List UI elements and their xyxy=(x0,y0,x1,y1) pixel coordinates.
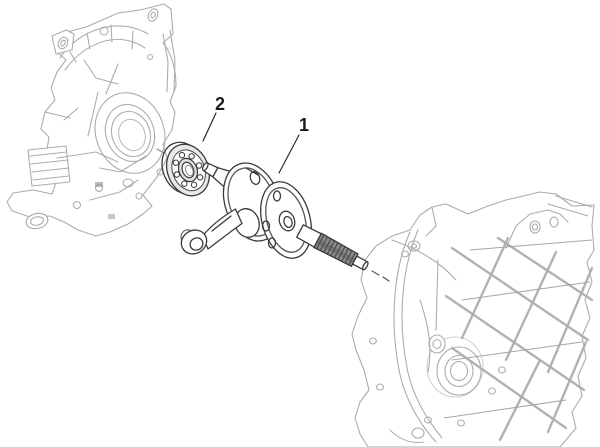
right-crankcase-half xyxy=(351,191,595,447)
bearing-balls xyxy=(172,151,204,189)
crankshaft-splined-shaft xyxy=(296,224,369,271)
callout-2: 2 xyxy=(202,94,225,142)
crankshaft-right-web xyxy=(260,181,312,259)
crankshaft-assembly xyxy=(180,162,390,282)
axis-dashes xyxy=(371,270,390,282)
callout-1: 1 xyxy=(278,115,309,174)
callout-1-leader xyxy=(278,134,300,174)
callout-1-label: 1 xyxy=(299,115,309,135)
connecting-rod xyxy=(180,208,243,255)
left-crankcase-half xyxy=(6,3,177,237)
callout-2-leader xyxy=(202,112,217,142)
callout-2-label: 2 xyxy=(215,94,225,114)
crankshaft-main-bearing xyxy=(161,141,211,197)
